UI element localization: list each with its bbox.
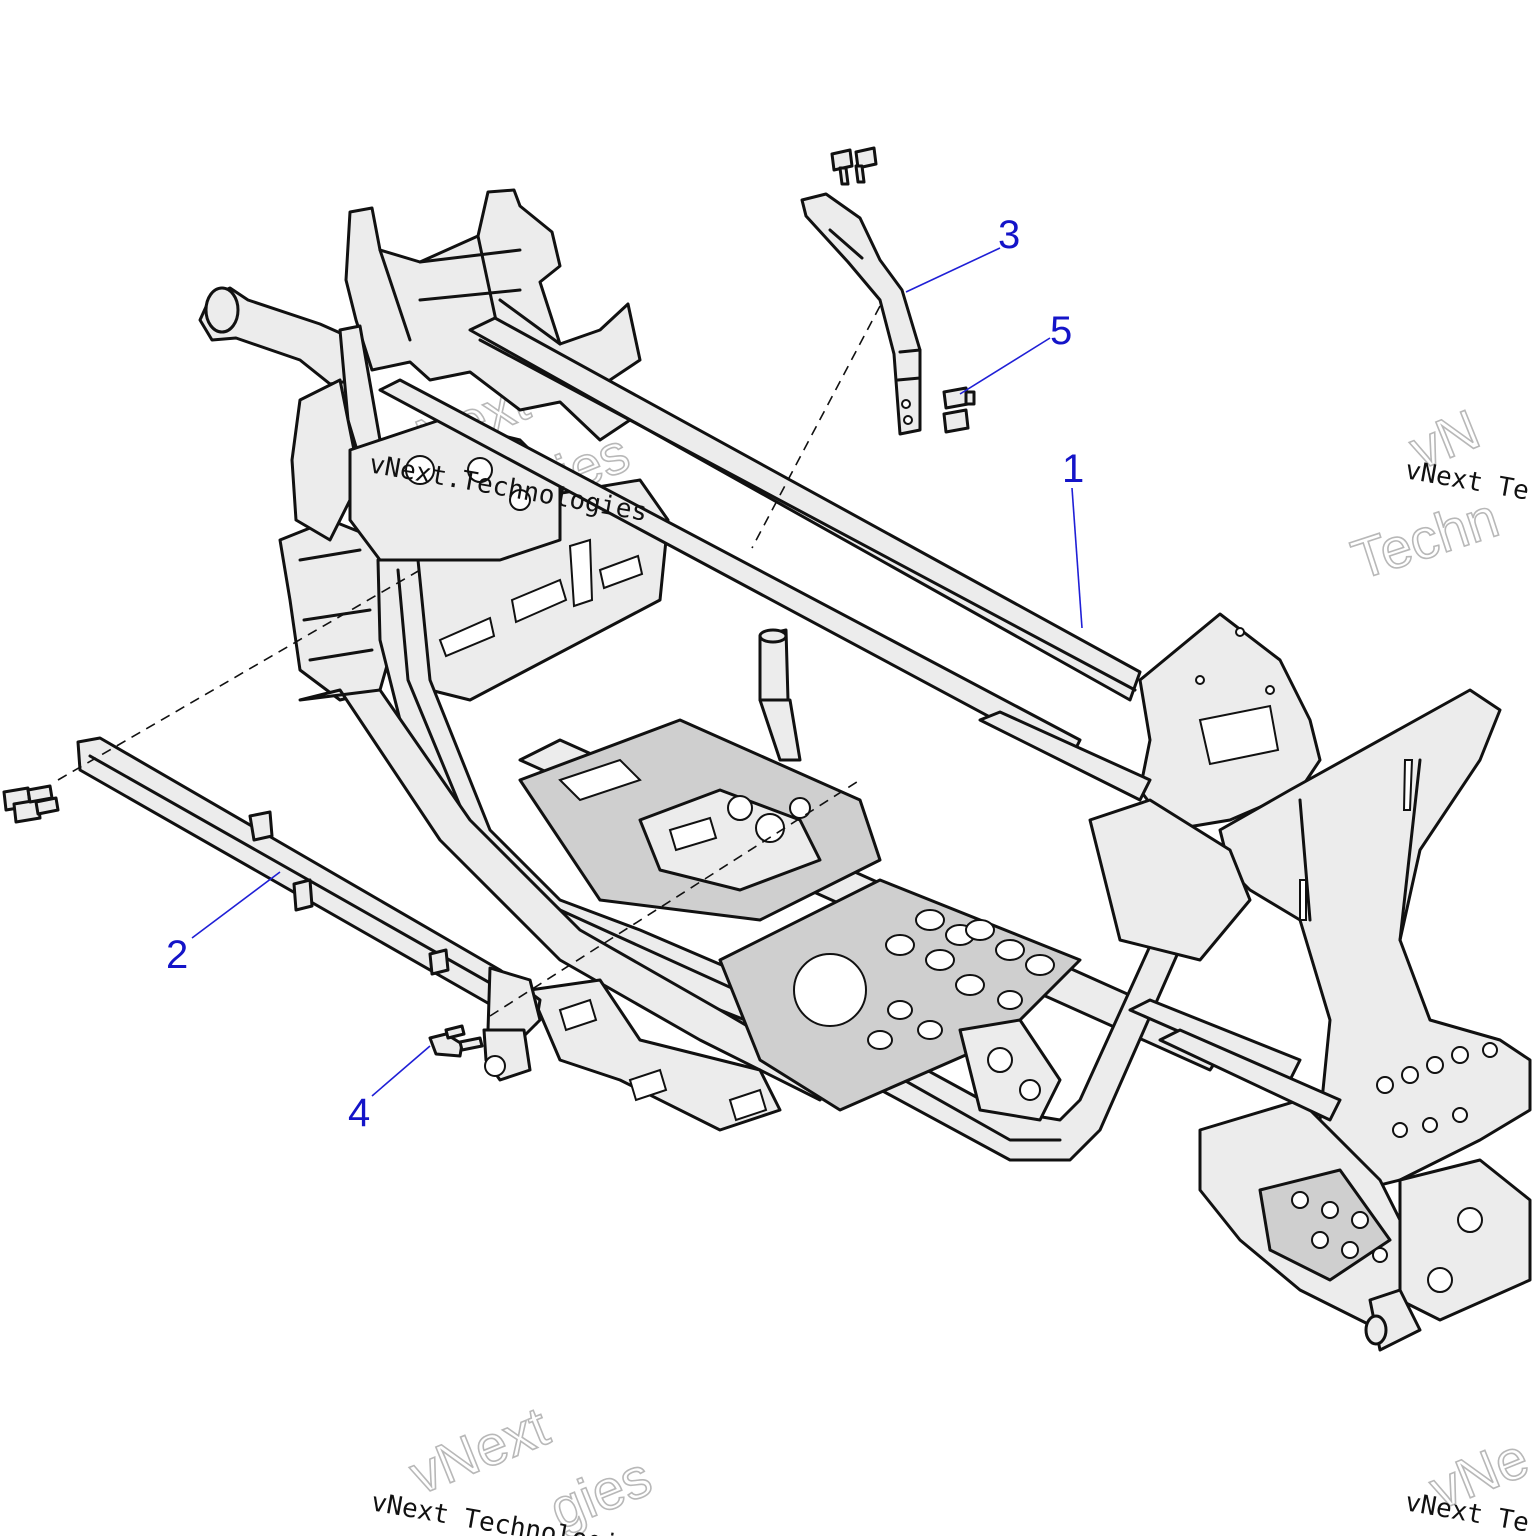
fasteners-part-5 [942, 386, 976, 434]
leader-2 [191, 871, 281, 939]
fasteners-left [2, 784, 60, 824]
fasteners-top [830, 146, 878, 186]
callout-2: 2 [166, 933, 188, 977]
callout-4: 4 [348, 1091, 370, 1135]
callout-1: 1 [1062, 447, 1084, 491]
watermark-fragment-right-2: Techn [1344, 485, 1506, 591]
leader-1 [1071, 487, 1083, 629]
callout-3: 3 [998, 213, 1020, 257]
callout-numbers: 1 2 3 4 5 [166, 213, 1084, 1135]
floor-holes [793, 909, 1055, 1050]
callout-5: 5 [1050, 309, 1072, 353]
part-2-cross-tube [76, 736, 542, 1082]
fasteners-part-4 [428, 1024, 484, 1058]
leader-lines [191, 247, 1083, 1097]
leader-3 [905, 247, 1001, 293]
leader-4 [371, 1045, 431, 1097]
main-frame [198, 188, 1532, 1352]
part-3-bracket [800, 192, 922, 436]
watermark-word-bottom: vNext [401, 1394, 558, 1506]
leader-5 [959, 337, 1051, 395]
assembly-lines [57, 305, 881, 1017]
